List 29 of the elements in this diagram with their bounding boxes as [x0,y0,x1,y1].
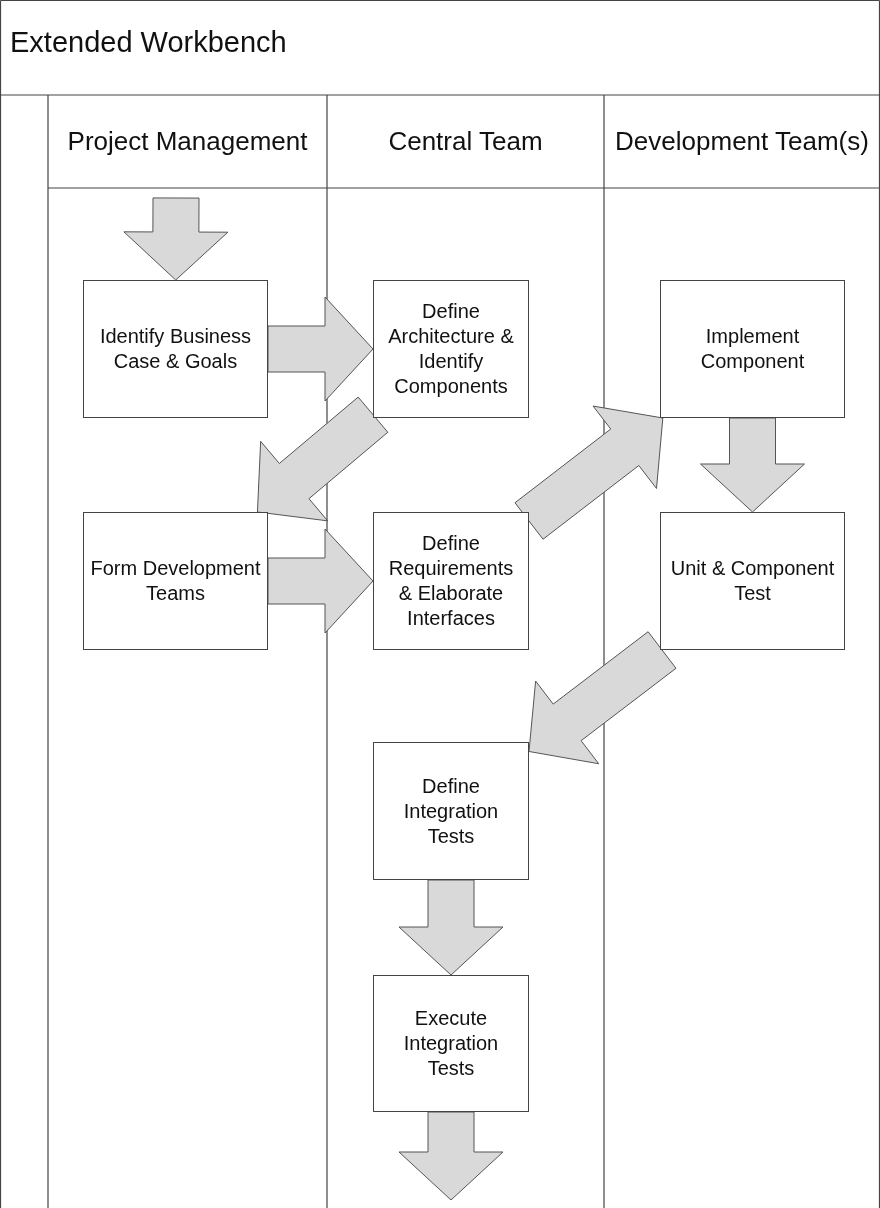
process-label: Define Requirements & Elaborate Interfaces [387,531,515,631]
process-label: Implement Component [699,324,806,374]
process-box [373,742,529,880]
process-box [660,280,845,418]
block-arrow [700,417,805,513]
lane-header: Project Management [67,125,308,158]
block-arrow [398,1111,504,1201]
process-box [83,280,268,418]
lane-header: Central Team [388,125,543,158]
process-box [373,280,529,418]
process-label: Execute Integration Tests [402,1006,500,1081]
process-box [83,512,268,650]
process-label: Define Integration Tests [402,773,500,849]
block-arrow [123,197,229,281]
process-box [373,512,529,650]
process-label: Form Development Teams [89,556,262,606]
process-box [373,975,529,1112]
diagram-title: Extended Workbench [10,26,287,59]
lane-header: Development Team(s) [615,125,869,158]
block-arrow [256,396,389,522]
block-arrow [398,879,504,976]
block-arrow [267,296,374,402]
process-box [660,512,845,650]
process-label: Identify Business Case & Goals [98,324,253,374]
block-arrow [528,631,677,765]
block-arrow [267,528,374,634]
block-arrow [514,405,664,540]
process-label: Unit & Component Test [669,556,836,606]
process-label: Define Architecture & Identify Components [387,299,515,399]
